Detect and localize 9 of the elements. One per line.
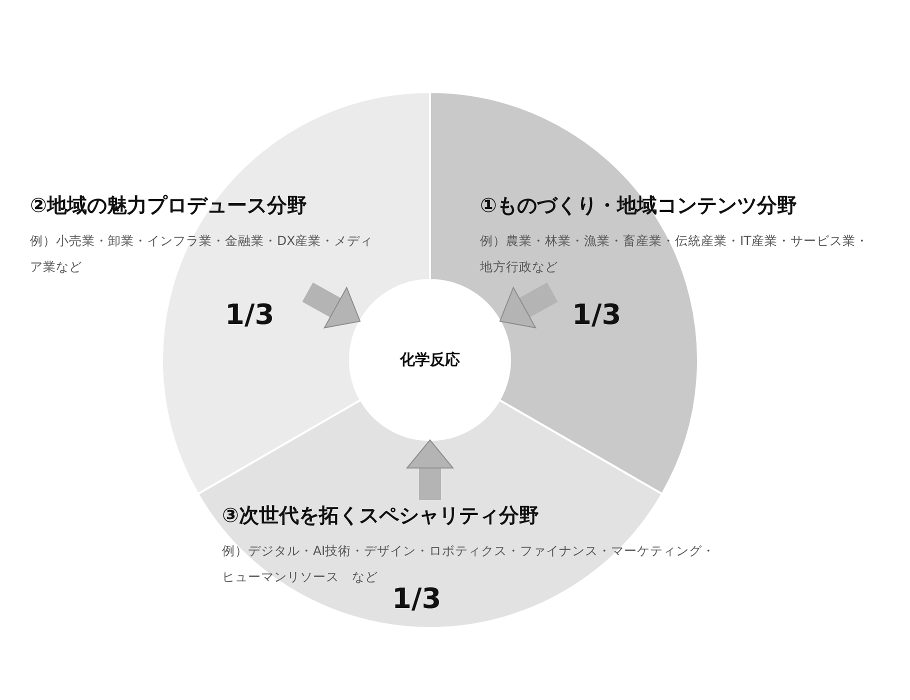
segment-heading: ①ものづくり・地域コンテンツ分野 (480, 192, 797, 219)
example-text: 例）農業・林業・漁業・畜産業・伝統産業・IT産業・サービス業・地方行政など (480, 232, 870, 276)
example-text: 例）小売業・卸業・インフラ業・金融業・DX産業・メディア業など (30, 232, 374, 276)
segment-heading: ②地域の魅力プロデュース分野 (30, 192, 307, 219)
fraction-label: 1/3 (225, 298, 274, 331)
fraction-label: 1/3 (572, 298, 622, 331)
block-arrow (406, 440, 454, 500)
center-label: 化学反応 (400, 350, 460, 370)
segment-heading: ③次世代を拓くスペシャリティ分野 (222, 502, 539, 529)
